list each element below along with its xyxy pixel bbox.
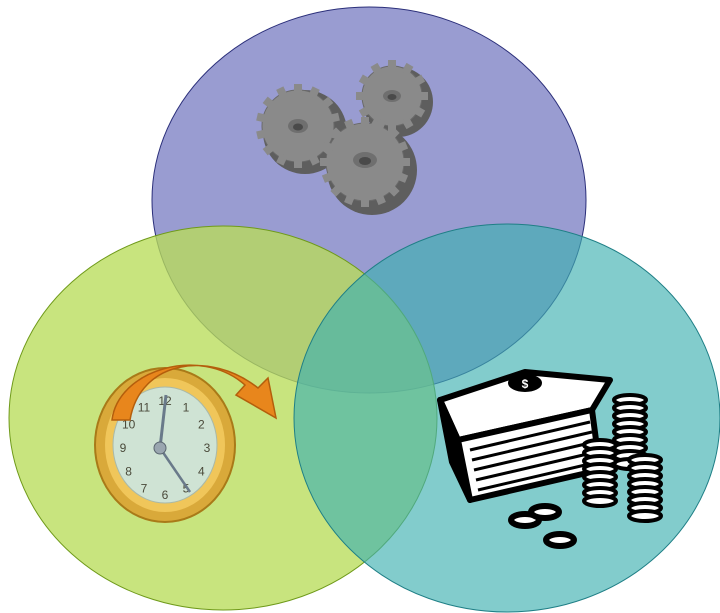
- clock-number: 1: [183, 400, 190, 414]
- clock-number: 2: [198, 418, 205, 432]
- gears-icon: [256, 60, 433, 215]
- clock-number: 7: [141, 482, 148, 496]
- clock-number: 9: [120, 441, 127, 455]
- clock-number: 6: [162, 488, 169, 502]
- clock-arrow: [111, 364, 278, 421]
- money-dollar-badge: [508, 374, 542, 392]
- clock-number: 8: [125, 465, 132, 479]
- clock-number: 4: [198, 465, 205, 479]
- clock-number: 10: [122, 418, 136, 432]
- clock-number: 3: [204, 441, 211, 455]
- clock-number: 5: [183, 482, 190, 496]
- clock-number: 11: [138, 400, 151, 414]
- money-dollar-symbol: $: [522, 377, 529, 391]
- money-icon: $: [437, 369, 663, 549]
- clock-icon: 121234567891011: [94, 364, 278, 523]
